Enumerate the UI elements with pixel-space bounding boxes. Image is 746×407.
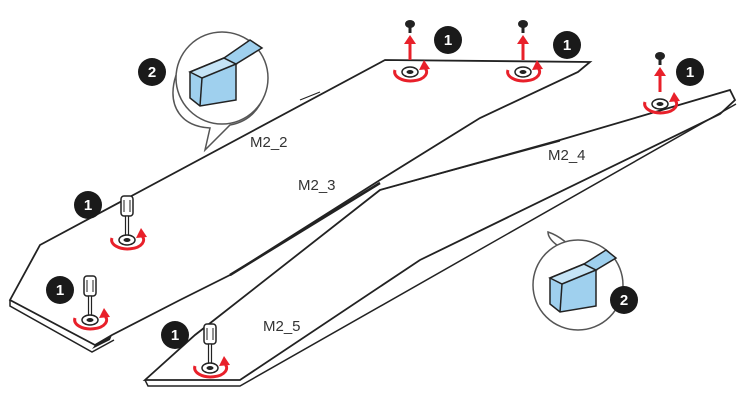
svg-text:1: 1 <box>686 64 694 81</box>
standoff-icon <box>188 39 264 107</box>
standoff-icon <box>548 249 618 313</box>
lift-arrow-icon <box>652 50 668 94</box>
zoom-callout-icon <box>172 31 269 153</box>
svg-text:1: 1 <box>171 327 179 344</box>
svg-text:1: 1 <box>563 37 571 54</box>
svg-text:2: 2 <box>148 64 156 81</box>
step-badge-1: 1 <box>46 276 74 304</box>
slot-label-m2-5: M2_5 <box>263 318 301 335</box>
slot-label-m2-4: M2_4 <box>548 147 586 164</box>
step-badge-2: 2 <box>610 286 638 314</box>
lift-arrow-icon <box>402 18 418 62</box>
step-badge-1: 1 <box>553 31 581 59</box>
step-badge-1: 1 <box>676 58 704 86</box>
svg-text:1: 1 <box>56 282 64 299</box>
step-badge-1: 1 <box>74 191 102 219</box>
screw-lift-c <box>643 50 682 115</box>
slot-label-m2-3: M2_3 <box>298 177 336 194</box>
step-badge-2: 2 <box>138 58 166 86</box>
slot-label-m2-2: M2_2 <box>250 134 288 151</box>
step-badge-1: 1 <box>434 26 462 54</box>
step-badge-1: 1 <box>161 321 189 349</box>
m2-4-m2-5-board-outline <box>142 88 737 387</box>
svg-text:2: 2 <box>620 292 628 309</box>
svg-text:1: 1 <box>84 197 92 214</box>
m2-2-m2-3-board-outline <box>8 59 593 353</box>
svg-text:1: 1 <box>444 32 452 49</box>
zoom-callout-icon <box>532 230 624 331</box>
lift-arrow-icon <box>515 18 531 62</box>
